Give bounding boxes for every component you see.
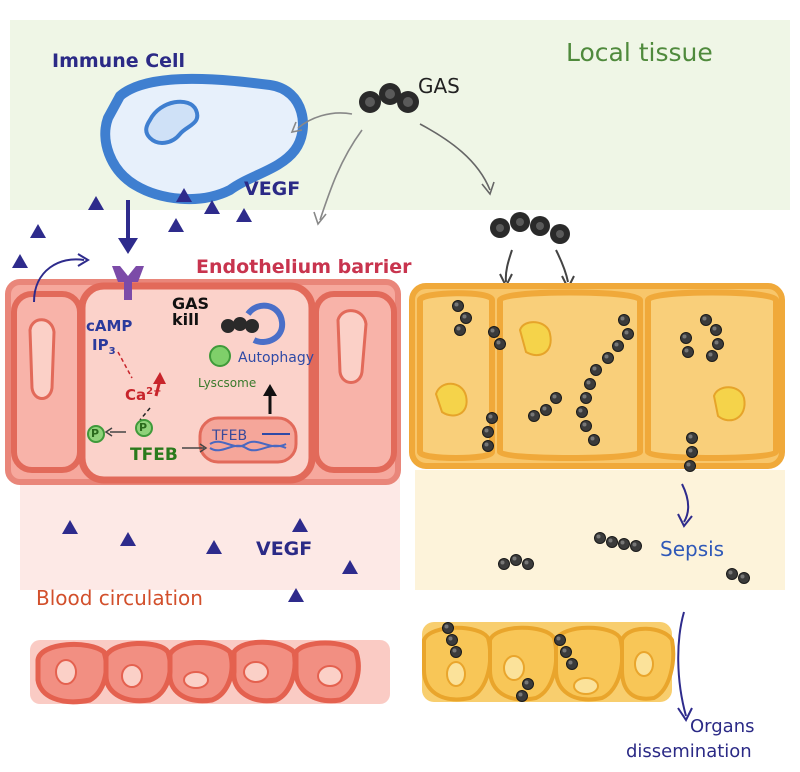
dissemination-label: dissemination — [626, 741, 752, 762]
gas-cluster-top — [359, 83, 419, 113]
phospho-icon-1 — [87, 425, 105, 443]
blood-cells — [30, 639, 390, 705]
endothelium-barrier — [5, 279, 401, 485]
pink-wash — [20, 470, 400, 590]
endothelium-barrier-label: Endothelium barrier — [196, 256, 412, 278]
infected-tissue — [409, 283, 785, 469]
yellow-wash — [415, 470, 785, 590]
tfeb-label-cytoplasm: TFEB — [130, 445, 178, 465]
immune-cell — [100, 73, 308, 204]
autophagy-label: Autophagy — [238, 350, 315, 366]
organs-label: Organs — [690, 716, 755, 737]
immune-nucleus — [144, 99, 200, 145]
receptor-icon — [112, 266, 144, 300]
gas-cluster-right — [490, 212, 570, 244]
vegf-label-top: VEGF — [244, 178, 301, 200]
autophagy-vesicle — [209, 345, 231, 367]
blood-circulation-label: Blood circulation — [36, 586, 203, 610]
tfeb-label-nucleus: TFEB — [212, 428, 248, 444]
phospho-label-1: P — [91, 427, 100, 440]
organ-cells — [422, 622, 676, 702]
ip3-label: IP3 — [92, 336, 116, 357]
calcium-label: Ca2+ — [125, 386, 162, 404]
camp-label: cAMP — [86, 317, 133, 335]
phagosome — [221, 302, 286, 345]
gas-label: GAS — [418, 74, 460, 98]
immune-cell-label: Immune Cell — [52, 50, 186, 72]
lyscsome-label: Lyscsome — [198, 376, 257, 390]
phospho-label-2: P — [139, 421, 148, 434]
local-tissue-label: Local tissue — [566, 38, 713, 67]
phospho-icon-2 — [135, 419, 153, 437]
vegf-label-bottom: VEGF — [256, 538, 313, 560]
sepsis-label: Sepsis — [660, 537, 725, 561]
gas-kill-label: GAS kill — [172, 294, 210, 329]
